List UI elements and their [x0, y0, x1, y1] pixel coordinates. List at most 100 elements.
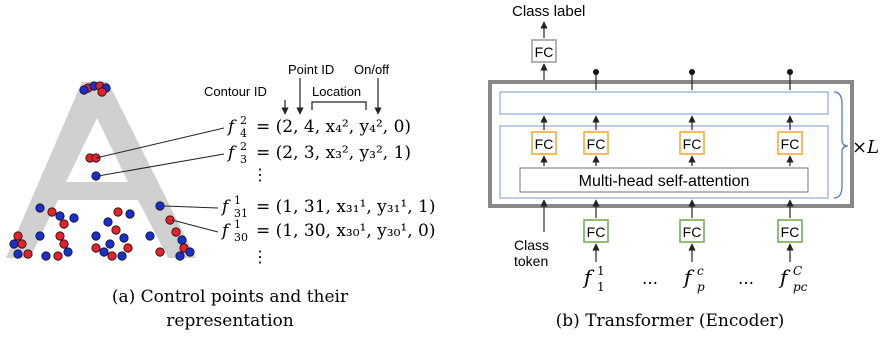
dot-icon: [787, 69, 793, 75]
svg-text:2: 2: [240, 140, 247, 153]
fc-encoder-box-label: FC: [781, 136, 800, 152]
svg-text:f: f: [220, 221, 231, 241]
dots: …: [642, 269, 658, 288]
input-token: f 1 1: [582, 264, 605, 294]
on-off-label: On/off: [354, 62, 390, 77]
control-point-off: [175, 251, 185, 261]
control-point-on: [123, 243, 133, 253]
feature-row: f 2 3 = (2, 3, x₃², y₃², 1): [226, 140, 411, 166]
control-point-on: [113, 207, 123, 217]
ellipsis: ⋮: [252, 247, 268, 266]
fc-encoder-box: [679, 131, 705, 155]
control-point-off: [105, 239, 115, 249]
control-point-on: [107, 251, 117, 261]
ellipsis: ⋮: [252, 165, 268, 184]
control-point-off: [185, 247, 195, 257]
attention-box: [519, 167, 809, 193]
fc-embed-box-label: FC: [587, 224, 606, 240]
control-point-off: [125, 209, 135, 219]
control-point-off: [99, 247, 109, 257]
control-point-on: [47, 207, 57, 217]
feature-row: f 1 31 = (1, 31, x₃₁¹, y₃₁¹, 1): [220, 194, 436, 220]
control-point-off: [145, 231, 155, 241]
point-id-label: Point ID: [288, 62, 334, 77]
svg-text:1: 1: [597, 264, 605, 278]
control-points: [9, 81, 195, 261]
fc-head-box: [531, 39, 557, 63]
dot-icon: [593, 69, 599, 75]
control-point-off: [55, 211, 65, 221]
leader-line: [97, 153, 225, 177]
control-point-on: [97, 87, 107, 97]
control-point-off: [13, 249, 23, 259]
control-point-off: [91, 231, 101, 241]
control-point-off: [119, 233, 129, 243]
class-token-label-2: token: [514, 253, 548, 269]
svg-text:f: f: [582, 265, 595, 289]
attention-label: Multi-head self-attention: [579, 173, 750, 190]
leader-line: [95, 127, 225, 159]
control-point-on: [165, 215, 175, 225]
input-token: f c p: [682, 264, 705, 294]
control-point-on: [171, 227, 181, 237]
svg-text:1: 1: [597, 280, 605, 294]
fc-encoder-box-label: FC: [683, 136, 702, 152]
control-point-off: [155, 201, 165, 211]
repeat-label: ×L: [852, 137, 879, 158]
control-point-on: [59, 219, 69, 229]
fc-encoder-box-label: FC: [587, 136, 606, 152]
location-label: Location: [312, 84, 361, 99]
dots: …: [738, 269, 754, 288]
control-point-off: [63, 247, 73, 257]
control-point-on: [111, 225, 121, 235]
feature-row: f 1 30 = (1, 30, x₃₀¹, y₃₀¹, 0): [220, 218, 436, 244]
svg-text:1: 1: [234, 218, 241, 231]
fc-embed-box: [679, 219, 705, 243]
class-token-label-1: Class: [514, 237, 549, 253]
feature-values: = (1, 30, x₃₀¹, y₃₀¹, 0): [256, 221, 436, 241]
contour-id-label: Contour ID: [204, 84, 267, 99]
encoder-block: [488, 80, 854, 208]
glyph-a-shape: [6, 82, 196, 258]
feature-values: = (2, 4, x₄², y₄², 0): [256, 117, 411, 137]
svg-text:4: 4: [240, 127, 247, 140]
svg-text:f: f: [220, 197, 231, 217]
fc-embed-box-label: FC: [683, 224, 702, 240]
brace-icon: [833, 91, 849, 199]
caption-a-line1: (a) Control points and their: [112, 287, 349, 307]
panel-b: Class label FC ×L Multi-head self-attent…: [488, 3, 879, 331]
feature-values: = (2, 3, x₃², y₃², 1): [256, 143, 411, 163]
output-layer-box: [499, 91, 829, 115]
leader-line: [171, 219, 219, 233]
control-point-on: [59, 239, 69, 249]
svg-text:C: C: [793, 264, 802, 278]
control-point-off: [103, 217, 113, 227]
svg-text:pᴄ: pᴄ: [793, 280, 808, 294]
svg-text:f: f: [226, 117, 237, 137]
control-point-on: [23, 249, 33, 259]
fc-encoder-box-label: FC: [535, 136, 554, 152]
class-label: Class label: [512, 3, 585, 20]
encoder-layer-box: [499, 125, 829, 199]
leader-line: [163, 205, 219, 209]
feature-row: f 2 4 = (2, 4, x₄², y₄², 0): [226, 114, 411, 140]
fc-embed-box: [777, 219, 803, 243]
caption-b: (b) Transformer (Encoder): [556, 311, 785, 331]
control-point-off: [41, 251, 51, 261]
control-point-on: [53, 251, 63, 261]
svg-text:2: 2: [240, 114, 247, 127]
panel-a: Point ID Contour ID Location On/off f 2 …: [6, 62, 436, 331]
dot-icon: [689, 69, 695, 75]
control-point-off: [35, 231, 45, 241]
fc-head-label: FC: [535, 44, 554, 60]
fc-encoder-box: [777, 131, 803, 155]
caption-a-line2: representation: [166, 311, 293, 331]
control-point-off: [9, 239, 19, 249]
fc-embed-box: [583, 219, 609, 243]
svg-text:f: f: [778, 265, 791, 289]
control-point-on: [13, 231, 23, 241]
svg-text:31: 31: [234, 207, 248, 220]
feature-values: = (1, 31, x₃₁¹, y₃₁¹, 1): [256, 197, 436, 217]
